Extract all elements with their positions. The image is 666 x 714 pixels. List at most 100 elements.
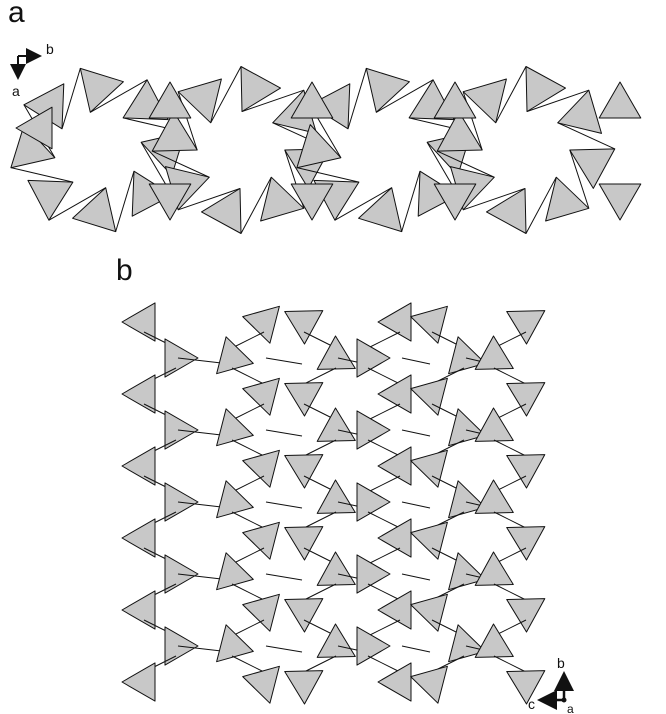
tetrahedron bbox=[284, 310, 324, 345]
tetrahedron bbox=[216, 624, 254, 663]
bridging-bond bbox=[265, 573, 303, 581]
tetrahedron bbox=[148, 183, 192, 221]
tetrahedron bbox=[216, 480, 254, 519]
tetrahedron bbox=[474, 551, 514, 586]
tetrahedron bbox=[410, 665, 448, 704]
tetrahedron bbox=[260, 176, 305, 222]
bridging-bond bbox=[401, 645, 431, 653]
bridging-bond bbox=[48, 187, 106, 221]
bridging-bond bbox=[231, 439, 265, 457]
tetrahedron bbox=[216, 336, 254, 375]
tetrahedron bbox=[316, 407, 356, 442]
tetrahedron bbox=[410, 305, 448, 344]
bridging-bond bbox=[525, 176, 557, 234]
panel-b-axis-a: a bbox=[567, 702, 574, 714]
tetrahedron bbox=[290, 81, 334, 119]
bridging-bond bbox=[557, 122, 616, 150]
bridging-bond bbox=[493, 583, 527, 601]
tetrahedron bbox=[27, 179, 74, 221]
tetrahedron bbox=[177, 78, 222, 124]
tetrahedron bbox=[433, 183, 477, 221]
bridging-bond bbox=[401, 171, 421, 232]
tetrahedron bbox=[316, 551, 356, 586]
tetrahedron bbox=[358, 187, 403, 233]
tetrahedron bbox=[284, 454, 324, 489]
panel-b-axis-indicator bbox=[537, 671, 574, 710]
tetrahedron bbox=[121, 518, 156, 558]
bridging-bond bbox=[493, 439, 527, 457]
bridging-bond bbox=[303, 439, 337, 457]
tetrahedron bbox=[131, 170, 173, 217]
tetrahedron bbox=[201, 188, 242, 234]
tetrahedron bbox=[448, 408, 486, 447]
tetrahedron bbox=[506, 310, 546, 345]
tetrahedron bbox=[410, 377, 448, 416]
bridging-bond bbox=[231, 655, 265, 673]
tetrahedron bbox=[474, 479, 514, 514]
panel-a-axis-indicator bbox=[10, 48, 42, 80]
bridging-bond bbox=[231, 511, 265, 529]
tetrahedron bbox=[216, 552, 254, 591]
tetrahedron bbox=[121, 662, 156, 702]
tetrahedron bbox=[377, 374, 412, 414]
tetrahedron bbox=[486, 188, 527, 234]
bridging-bond bbox=[303, 655, 337, 673]
tetrahedron bbox=[216, 408, 254, 447]
tetrahedron bbox=[356, 482, 391, 522]
bridging-bond bbox=[178, 188, 241, 211]
tetrahedron bbox=[377, 518, 412, 558]
bridging-bond bbox=[401, 573, 431, 581]
tetrahedron bbox=[557, 89, 602, 134]
tetrahedron bbox=[525, 66, 566, 112]
bridging-bond bbox=[265, 501, 303, 509]
tetrahedron bbox=[417, 170, 459, 217]
tetrahedron bbox=[506, 382, 546, 417]
tetrahedron bbox=[474, 335, 514, 370]
bridging-bond bbox=[493, 655, 527, 673]
bridging-bond bbox=[231, 331, 265, 349]
tetrahedron bbox=[72, 187, 117, 233]
panel-b-axis-c: c bbox=[528, 696, 535, 712]
tetrahedron bbox=[433, 81, 477, 119]
tetrahedron bbox=[356, 338, 391, 378]
tetrahedron bbox=[506, 670, 546, 705]
bridging-bond bbox=[367, 403, 401, 421]
bridging-bond bbox=[401, 429, 431, 437]
tetrahedron bbox=[598, 81, 642, 119]
panel-b-axis-b: b bbox=[557, 655, 565, 671]
tetrahedron bbox=[377, 662, 412, 702]
tetrahedron bbox=[121, 446, 156, 486]
tetrahedron bbox=[15, 106, 53, 150]
tetrahedron bbox=[569, 148, 616, 189]
tetrahedron bbox=[410, 449, 448, 488]
bridging-bond bbox=[526, 89, 589, 112]
bridging-bond bbox=[347, 68, 367, 129]
tetrahedron bbox=[121, 590, 156, 630]
bridging-bond bbox=[265, 645, 303, 653]
tetrahedron bbox=[436, 111, 483, 152]
bridging-bond bbox=[367, 475, 401, 493]
bridging-bond bbox=[210, 66, 242, 124]
bridging-bond bbox=[10, 167, 74, 183]
tetrahedron bbox=[242, 449, 280, 488]
bridging-bond bbox=[493, 367, 527, 385]
bridging-bond bbox=[493, 511, 527, 529]
bridging-bond bbox=[463, 188, 526, 211]
bridging-bond bbox=[303, 583, 337, 601]
tetrahedron bbox=[284, 382, 324, 417]
bridging-bond bbox=[367, 511, 401, 529]
tetrahedron bbox=[598, 183, 642, 221]
bridging-bond bbox=[495, 66, 527, 124]
tetrahedron bbox=[462, 78, 507, 124]
panel-a-axis-a: a bbox=[12, 83, 20, 99]
bridging-bond bbox=[231, 403, 265, 421]
panel-b-label: b bbox=[116, 254, 133, 287]
bridging-bond bbox=[151, 150, 210, 178]
bridging-bond bbox=[231, 367, 265, 385]
panel-a-axis-b: b bbox=[46, 41, 54, 57]
bridging-bond bbox=[90, 79, 148, 113]
bridging-bond bbox=[376, 79, 434, 113]
tetrahedron bbox=[448, 624, 486, 663]
bridging-bond bbox=[296, 167, 360, 183]
tetrahedron bbox=[377, 590, 412, 630]
